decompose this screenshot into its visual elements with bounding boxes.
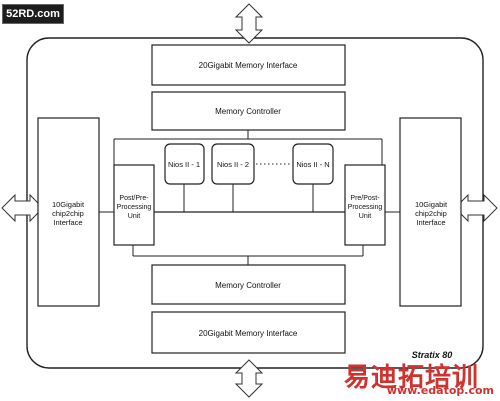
proc-left-line1: Post/Pre- <box>119 195 149 202</box>
chip-left-line2: chip2chip <box>52 209 84 218</box>
proc-right-line2: Processing <box>348 204 383 211</box>
right-io-arrow <box>454 193 498 223</box>
left-io-arrow <box>1 193 44 223</box>
logo-url-text: www.edatop.com <box>386 384 494 397</box>
chip2chip-interface-left <box>37 117 100 307</box>
nios-2-label: Nios II - 2 <box>217 160 249 169</box>
chip-left-line3: Interface <box>53 218 82 227</box>
bottom-io-arrow <box>234 359 264 398</box>
memory-interface-top-label: 20Gigabit Memory Interface <box>199 61 298 70</box>
proc-right-line3: Unit <box>359 213 372 220</box>
device-label: Stratix 80 <box>412 350 453 360</box>
chip-right-line3: Interface <box>416 218 445 227</box>
nios-1-label: Nios II - 1 <box>168 160 200 169</box>
chip-left-line1: 10Gigabit <box>52 200 85 209</box>
memory-controller-bottom-label: Memory Controller <box>215 281 281 290</box>
chip2chip-interface-right <box>399 117 462 307</box>
memory-interface-top <box>151 44 346 86</box>
memory-interface-bottom <box>151 311 346 354</box>
memory-controller-top <box>151 91 346 131</box>
chip-right-line1: 10Gigabit <box>415 200 448 209</box>
processing-unit-left <box>113 164 155 246</box>
memory-controller-top-label: Memory Controller <box>215 107 281 116</box>
proc-left-line2: Processing <box>117 204 152 211</box>
memory-controller-bottom <box>151 264 346 305</box>
watermark-52rd: 52RD.com <box>2 4 64 24</box>
proc-left-line3: Unit <box>128 213 141 220</box>
nios-n-label: Nios II - N <box>296 160 329 169</box>
logo-cn-text: 易迪拓培训 <box>344 363 480 393</box>
chip-right-line2: chip2chip <box>415 209 447 218</box>
memory-interface-bottom-label: 20Gigabit Memory Interface <box>199 329 298 338</box>
edatop-logo: 易迪拓培训 www.edatop.com <box>344 363 494 397</box>
top-io-arrow <box>234 3 264 44</box>
proc-right-line1: Pre/Post- <box>350 195 380 202</box>
processing-unit-right <box>344 164 386 246</box>
